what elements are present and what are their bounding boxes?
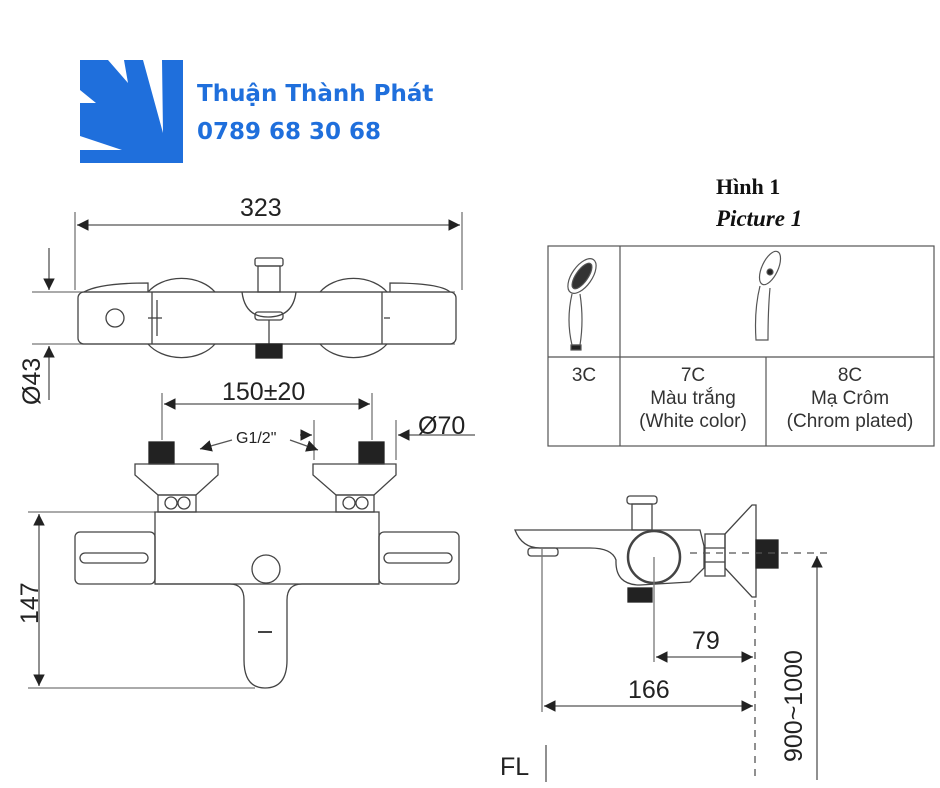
model-name-en: (Chrom plated)	[786, 411, 914, 432]
model-name-en: (White color)	[639, 411, 747, 432]
front-view	[28, 393, 475, 689]
height-dimension-label: 147	[16, 582, 44, 624]
shower-head-3c-icon	[567, 258, 597, 351]
top-view	[32, 212, 463, 400]
inlet-spacing-label: 150±20	[222, 378, 306, 406]
picture-subtitle: Picture 1	[716, 206, 803, 231]
shower-head-7c-8c-icon	[754, 250, 782, 341]
depth-dimension-label: 166	[628, 676, 670, 704]
spout-inlet-distance-label: 79	[692, 627, 720, 655]
floor-level-label: FL	[500, 753, 530, 781]
table-cell-7c: 7C Màu trắng (White color)	[620, 364, 766, 433]
model-name-vi: Mạ Crôm	[810, 388, 890, 409]
brand-phone: 0789 68 30 68	[197, 119, 382, 145]
flange-diameter-label: Ø70	[418, 412, 466, 440]
picture-title: Hình 1	[716, 174, 781, 199]
model-code: 3C	[571, 365, 597, 386]
diameter-dimension-label: Ø43	[18, 357, 46, 405]
mount-height-label: 900~1000	[780, 650, 808, 762]
model-code: 8C	[837, 365, 863, 386]
brand-name: Thuận Thành Phát	[197, 81, 434, 107]
table-cell-8c: 8C Mạ Crôm (Chrom plated)	[766, 364, 934, 433]
picture-table-grid	[547, 245, 935, 447]
model-code: 7C	[680, 365, 706, 386]
thread-size-label: G1/2"	[236, 430, 277, 447]
side-view	[514, 495, 832, 782]
width-dimension-label: 323	[240, 194, 282, 222]
table-cell-3c: 3C	[548, 364, 620, 387]
model-name-vi: Màu trắng	[650, 388, 736, 409]
